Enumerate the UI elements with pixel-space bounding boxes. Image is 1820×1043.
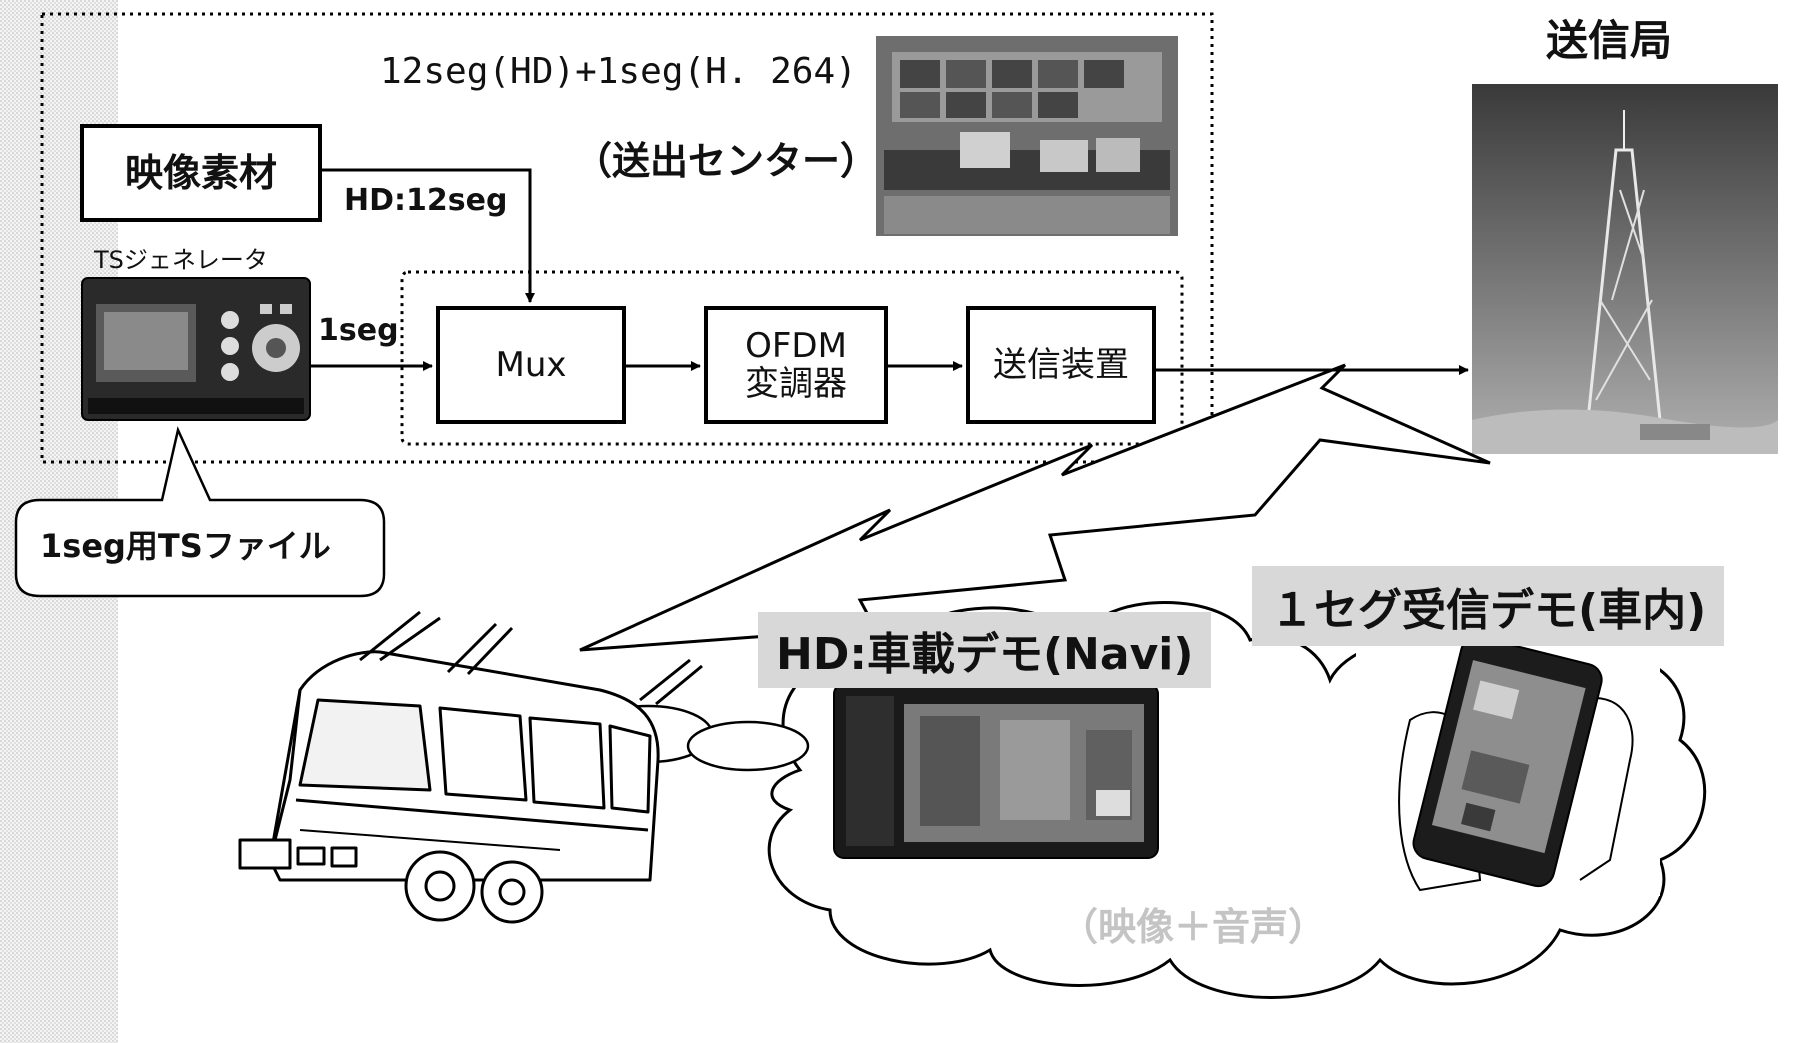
- transmitter-equipment-box: 送信装置: [966, 306, 1156, 424]
- transmitter-tower-photo: [1472, 84, 1778, 454]
- mux-box: Mux: [436, 306, 626, 424]
- video-material-label: 映像素材: [124, 150, 277, 195]
- hd-stream-label: HD:12seg: [344, 183, 508, 218]
- broadcast-center-boundary: [40, 12, 1214, 464]
- control-room-photo: [876, 36, 1178, 236]
- ts-generator-device: [81, 277, 311, 421]
- output-label: （映像＋音声）: [1060, 905, 1327, 949]
- ofdm-label-line2: 変調器: [745, 364, 847, 404]
- ts-generator-label: TSジェネレータ: [94, 246, 268, 274]
- hd-demo-banner: HD:車載デモ(Navi): [758, 612, 1212, 688]
- ts-file-callout-label: 1seg用TSファイル: [40, 527, 331, 565]
- oneseg-demo-banner: １セグ受信デモ(車内): [1252, 566, 1725, 646]
- broadcast-signal-zigzag: [579, 363, 1491, 652]
- mux-label: Mux: [495, 344, 567, 385]
- transmitter-equipment-label: 送信装置: [993, 344, 1129, 385]
- ofdm-modulator-box: OFDM 変調器: [704, 306, 888, 424]
- edge-video-to-mux: [322, 168, 535, 303]
- ofdm-label-line1: OFDM: [745, 325, 847, 366]
- car-navigation-device: [833, 683, 1159, 859]
- broadcast-center-label: （送出センター）: [574, 139, 879, 183]
- processing-chain-boundary: [400, 270, 1184, 446]
- oneseg-stream-label: 1seg: [318, 313, 399, 348]
- ts-file-callout-bubble: [14, 426, 386, 598]
- smartphone-in-hand: [1356, 630, 1660, 896]
- bus-illustration: [238, 610, 703, 924]
- transmitter-station-label: 送信局: [1546, 16, 1673, 65]
- bus-speech-bubble-3: [686, 720, 810, 772]
- signal-spec-label: 12seg(HD)+1seg(H. 264): [380, 51, 857, 92]
- video-material-box: 映像素材: [80, 124, 322, 222]
